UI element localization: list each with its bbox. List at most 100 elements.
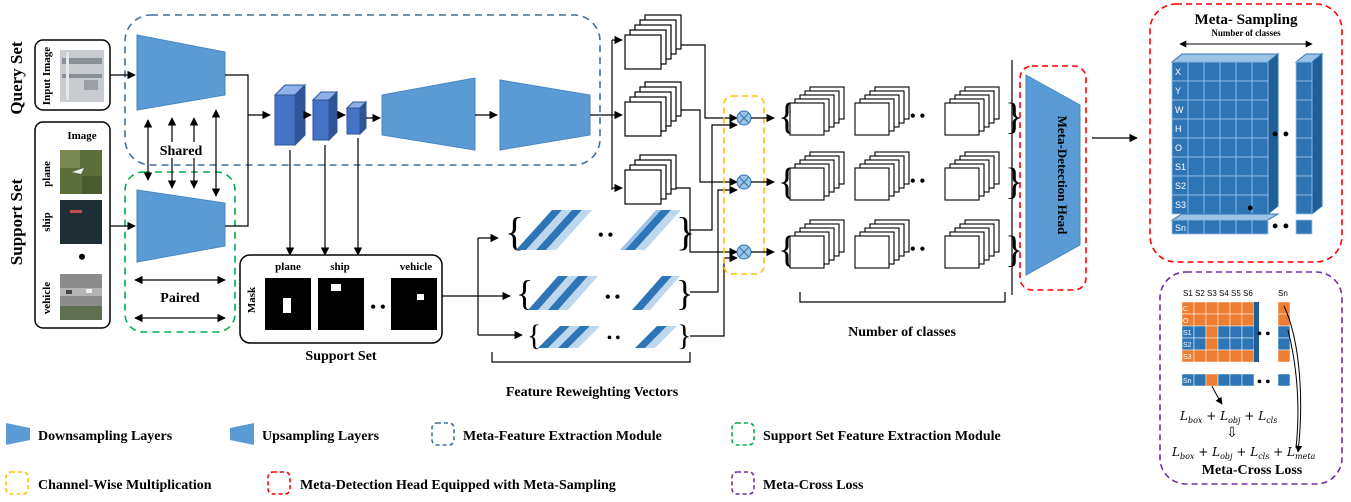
loss-subscript: obj (1220, 452, 1233, 461)
legend-downsampling-label: Downsampling Layers (38, 429, 173, 444)
legend-meta-feature-icon (431, 422, 455, 446)
sampling-cell (1235, 219, 1253, 235)
class-map-stack (944, 219, 1000, 269)
legend-support-feature-icon (731, 422, 755, 446)
legend-support-feature-label: Support Set Feature Extraction Module (763, 429, 1001, 444)
loss-cell (1193, 313, 1207, 327)
legend-downsampling-icon (6, 423, 30, 445)
sampling-cell (1251, 194, 1269, 215)
cube-side-face (1254, 302, 1259, 362)
sampling-cell (1295, 175, 1313, 196)
sampling-cell (1203, 99, 1221, 120)
merge-line (225, 74, 249, 227)
sampling-cell (1187, 61, 1205, 82)
loss-term: L (1171, 445, 1180, 459)
legend-meta-cross-loss-icon (731, 471, 755, 495)
support-feature-extraction-module (124, 171, 236, 333)
svg-text:}: } (676, 273, 693, 313)
loss-subscript: obj (1228, 416, 1241, 425)
loss-subscript: box (1180, 452, 1195, 461)
sampling-row-label: O (1175, 143, 1182, 153)
loss-cell (1241, 337, 1255, 351)
sampling-cell (1187, 219, 1205, 235)
mask-label: Mask (246, 286, 258, 313)
loss-cell (1277, 337, 1291, 351)
feature-map-stack-middle (624, 81, 682, 137)
ellipsis: • • (1257, 327, 1270, 342)
sampling-cell (1219, 80, 1237, 101)
cube-top-face (1170, 213, 1280, 221)
query-set-label: Query Set (7, 41, 26, 115)
vehicle-mask (391, 278, 437, 330)
legend-meta-cross-loss-label: Meta-Cross Loss (763, 478, 864, 493)
sampling-cell (1251, 118, 1269, 139)
loss-cell (1217, 373, 1231, 387)
loss-cell (1229, 301, 1243, 315)
class-feature-maps: {• •}{• •}{• •} (778, 86, 1023, 271)
cube-top-face (1170, 53, 1280, 63)
sampling-cell (1187, 156, 1205, 177)
class-map-stack (854, 219, 910, 269)
loss-cell (1217, 325, 1231, 339)
cube-side-face (1311, 52, 1323, 216)
image-label: Image (67, 130, 96, 142)
loss-cell (1241, 301, 1255, 315)
meta-detection-head-label: Meta-Detection Head (1055, 116, 1070, 236)
svg-text:}: } (676, 209, 695, 254)
sampling-cell (1295, 194, 1313, 215)
channel-wise-multiplication-box (723, 95, 765, 275)
loss-row-label: S2 (1183, 342, 1192, 349)
loss-cell (1277, 349, 1291, 363)
loss-formula-text: Lbox + Lobj + Lcls (1179, 409, 1277, 425)
sampling-cell (1203, 118, 1221, 139)
sampling-cell (1235, 61, 1253, 82)
sampling-cell (1219, 194, 1237, 215)
loss-cell (1217, 301, 1231, 315)
svg-text:• •: • • (605, 289, 620, 306)
ellipsis: • • (910, 173, 925, 190)
mask-class-ship: ship (330, 261, 350, 273)
input-image-box: Input Image (34, 39, 111, 111)
sampling-cell (1251, 175, 1269, 196)
loss-row-label: S3 (1183, 354, 1192, 361)
shared-label: Shared (160, 144, 203, 159)
paired-arrows (134, 275, 226, 323)
loss-term: + L (1273, 445, 1295, 459)
sampling-cell (1295, 137, 1313, 158)
ellipsis: • • (1257, 375, 1270, 390)
vehicle-thumbnail (60, 274, 102, 320)
sampling-cell (1203, 80, 1221, 101)
class-map-stack (944, 86, 1000, 136)
loss-cell (1205, 325, 1219, 339)
class-map-stack (789, 151, 845, 201)
mask-to-vectors (442, 233, 523, 340)
reweighting-bracket (491, 352, 691, 363)
legend-channel-wise-label: Channel-Wise Multiplication (38, 478, 212, 493)
number-of-classes-caption: Number of classes (848, 325, 956, 340)
sampling-row-label: S3 (1175, 200, 1186, 210)
sampling-cell (1219, 156, 1237, 177)
sampling-cell (1187, 175, 1205, 196)
class-map-stack (789, 219, 845, 269)
mult-to-maps-arrows (751, 113, 775, 257)
sampling-cell (1235, 80, 1253, 101)
sampling-cell (1235, 137, 1253, 158)
fm-to-mult-lines (676, 44, 738, 257)
sampling-cell (1187, 137, 1205, 158)
loss-formula-text: Lbox + Lobj + Lcls + Lmeta (1171, 445, 1316, 461)
loss-cell (1217, 349, 1231, 363)
loss-col-label: S1 (1183, 289, 1193, 298)
class-map-stack (789, 86, 845, 136)
sampling-cell (1295, 118, 1313, 139)
svg-text:• •: • • (598, 227, 613, 244)
support-downsampling-layer (136, 189, 226, 263)
brace-right: } (1005, 229, 1023, 271)
sampling-cell (1235, 118, 1253, 139)
loss-cell (1205, 313, 1219, 327)
feature-block-3 (345, 100, 368, 136)
loss-cell (1205, 349, 1219, 363)
query-downsampling-layer (136, 34, 226, 111)
sampling-cell (1203, 156, 1221, 177)
sampling-cell (1219, 99, 1237, 120)
